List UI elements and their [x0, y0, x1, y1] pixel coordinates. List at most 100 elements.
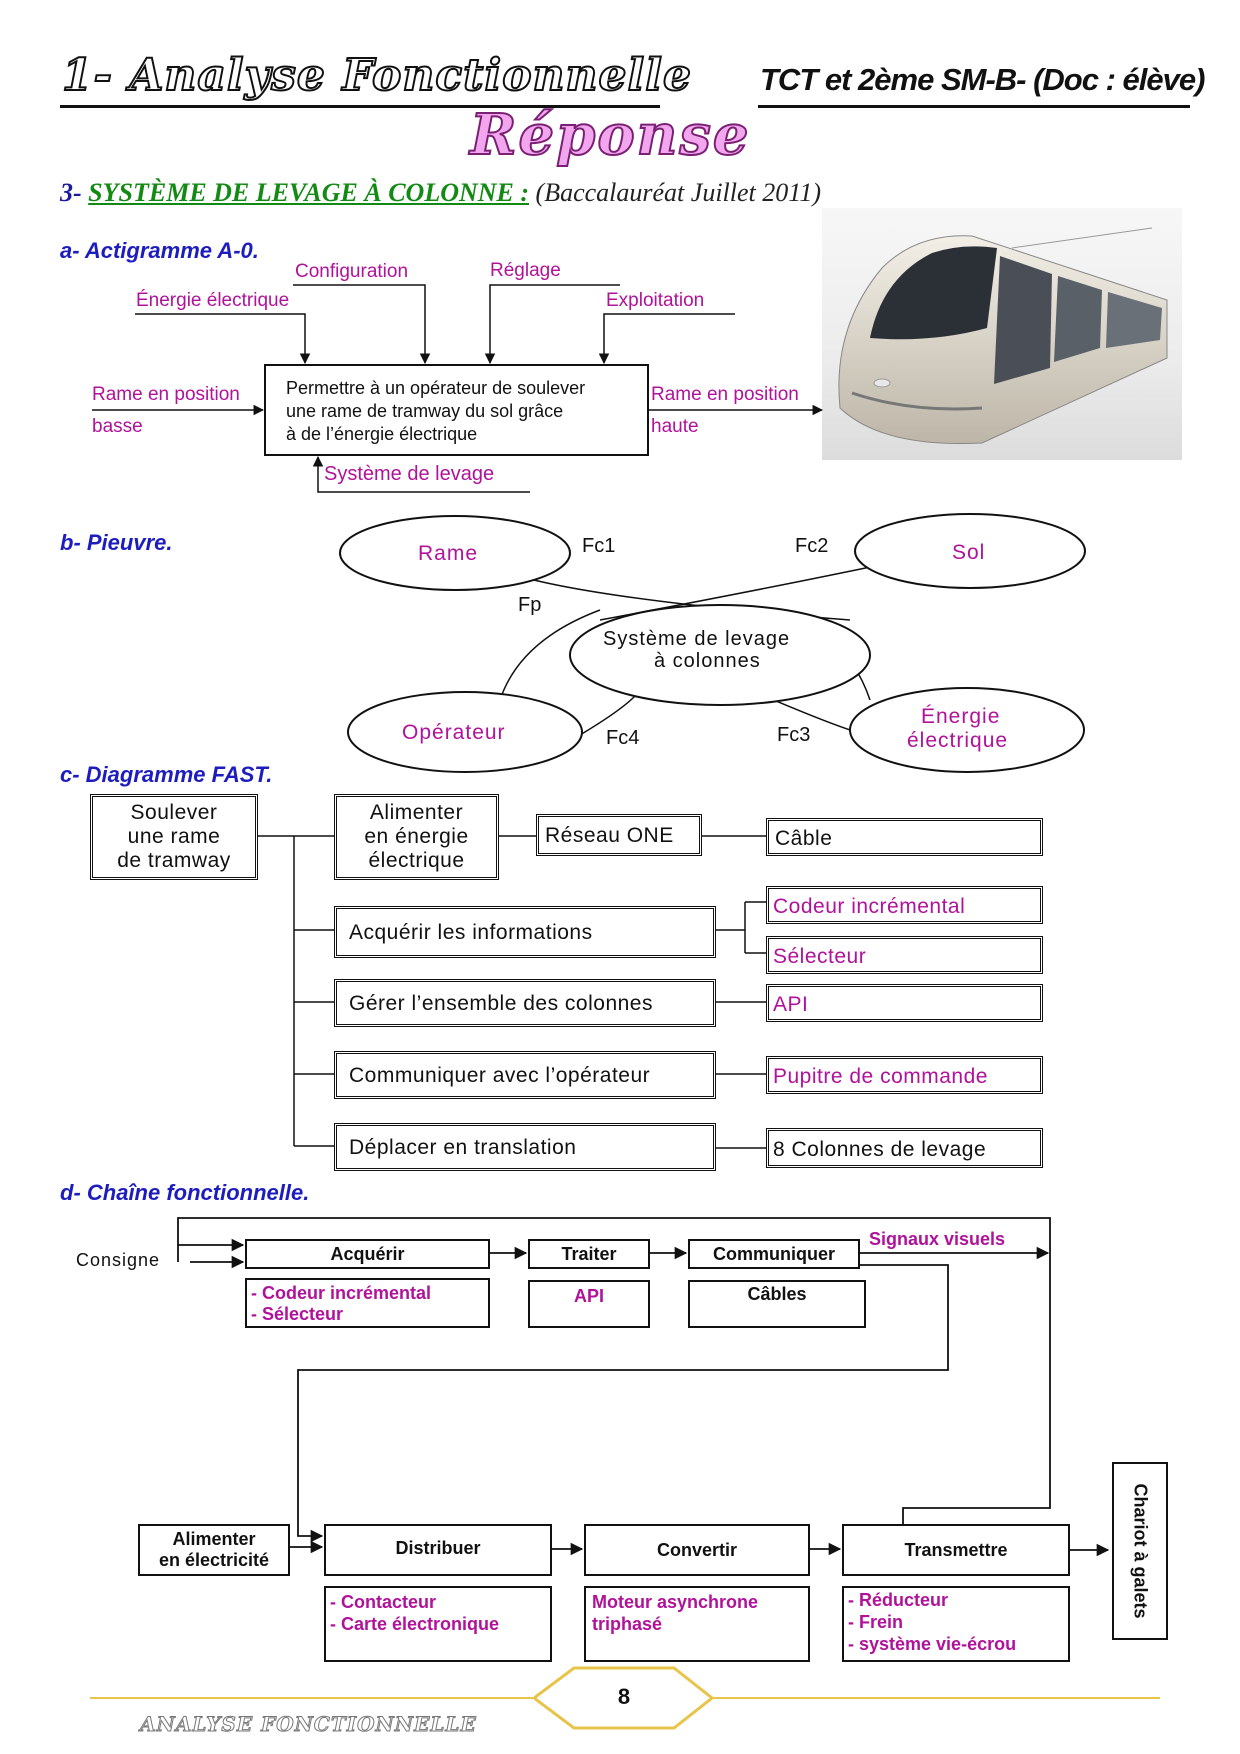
tram-image — [822, 208, 1182, 460]
fast-f3-box: Gérer l’ensemble des colonnes — [334, 979, 716, 1027]
fast-f2-box: Acquérir les informations — [334, 906, 716, 958]
reponse-banner: Réponse — [469, 101, 751, 169]
fast-root-1: Soulever — [130, 801, 218, 824]
pieuvre-fc3: Fc3 — [777, 724, 811, 746]
chaine-distribuer: Distribuer — [395, 1538, 481, 1558]
fast-reseau-box: Réseau ONE — [536, 814, 702, 856]
fast-cable: Câble — [775, 827, 833, 850]
chaine-distribuer-sol1: - Contacteur — [330, 1592, 437, 1612]
chaine-distribuer-sol-box: - Contacteur - Carte électronique — [324, 1586, 552, 1662]
chaine-traiter-sol: API — [573, 1286, 604, 1306]
chaine-acquerir-sol2: - Sélecteur — [251, 1304, 344, 1324]
chaine-consigne: Consigne — [76, 1250, 161, 1270]
fast-f2: Acquérir les informations — [349, 921, 593, 944]
fast-pupitre-box: Pupitre de commande — [766, 1056, 1043, 1094]
question-subtitle: (Baccalauréat Juillet 2011) — [535, 178, 821, 207]
input-exploitation: Exploitation — [606, 290, 705, 311]
pieuvre-sol: Sol — [952, 541, 986, 564]
pieuvre-energie-1: Énergie — [921, 705, 1001, 728]
fast-colonnes: 8 Colonnes de levage — [773, 1138, 987, 1161]
fast-api: API — [773, 993, 809, 1016]
fast-root-box: Soulever une rame de tramway — [90, 794, 258, 880]
question-title: 3- SYSTÈME DE LEVAGE À COLONNE : (Baccal… — [60, 178, 821, 208]
chaine-signaux: Signaux visuels — [869, 1229, 1006, 1249]
chaine-chariot: Chariot à galets — [1130, 1483, 1151, 1619]
pieuvre-fp: Fp — [518, 594, 542, 616]
chaine-distribuer-box: Distribuer — [324, 1524, 552, 1576]
header-right-title: TCT et 2ème SM-B- (Doc : élève) — [760, 62, 1205, 97]
function-text-1: Permettre à un opérateur de soulever — [286, 378, 586, 398]
chaine-communiquer-sol-box: Câbles — [688, 1280, 866, 1328]
chaine-communiquer-sol: Câbles — [747, 1284, 807, 1304]
pieuvre-energie-2: électrique — [907, 729, 1009, 752]
header-right-rule — [758, 105, 1190, 108]
fast-heading: c- Diagramme FAST. — [60, 762, 273, 787]
input-reglage: Réglage — [490, 260, 561, 281]
chaine-traiter: Traiter — [561, 1244, 617, 1264]
pieuvre-fc2: Fc2 — [795, 535, 829, 557]
input-rame-basse-2: basse — [92, 416, 143, 437]
fast-f3: Gérer l’ensemble des colonnes — [349, 992, 653, 1015]
fast-pupitre: Pupitre de commande — [773, 1065, 988, 1088]
chaine-convertir-sol-box: Moteur asynchrone triphasé — [584, 1586, 810, 1662]
fast-selecteur: Sélecteur — [773, 945, 867, 968]
chaine-communiquer-box: Communiquer — [688, 1239, 860, 1269]
chaine-traiter-box: Traiter — [528, 1239, 650, 1269]
fast-f4: Communiquer avec l’opérateur — [349, 1064, 651, 1087]
fast-root-3: de tramway — [117, 849, 231, 872]
header-left-title: 1- Analyse Fonctionnelle — [61, 49, 692, 102]
chaine-alimenter-2: en électricité — [158, 1550, 270, 1570]
output-rame-haute-2: haute — [651, 416, 699, 437]
chaine-distribuer-sol2: - Carte électronique — [330, 1614, 500, 1634]
function-text-3: à de l’énergie électrique — [286, 424, 478, 444]
fast-f1-box: Alimenter en énergie électrique — [334, 794, 499, 880]
fast-f1-3: électrique — [368, 849, 465, 872]
chaine-convertir-box: Convertir — [584, 1524, 810, 1576]
pieuvre-center-1: Système de levage — [603, 628, 791, 650]
output-rame-haute-1: Rame en position — [651, 384, 799, 405]
chaine-convertir: Convertir — [656, 1540, 737, 1560]
chaine-heading: d- Chaîne fonctionnelle. — [60, 1180, 310, 1205]
fast-colonnes-box: 8 Colonnes de levage — [766, 1128, 1043, 1168]
actigramme-heading: a- Actigramme A-0. — [60, 238, 259, 263]
chaine-transmettre-box: Transmettre — [842, 1524, 1070, 1576]
chaine-transmettre-sol1: - Réducteur — [848, 1590, 949, 1610]
support-label: Système de levage — [324, 463, 495, 485]
fast-f1-2: en énergie — [364, 825, 469, 848]
chaine-traiter-sol-box: API — [528, 1280, 650, 1328]
fast-f5: Déplacer en translation — [349, 1136, 577, 1159]
fast-f5-box: Déplacer en translation — [334, 1123, 716, 1171]
fast-api-box: API — [766, 984, 1043, 1022]
fast-codeur-box: Codeur incrémental — [766, 886, 1043, 924]
chaine-acquerir-sol-box: - Codeur incrémental - Sélecteur — [245, 1278, 490, 1328]
input-configuration: Configuration — [295, 261, 409, 282]
footer-page-number: 8 — [617, 1684, 631, 1709]
pieuvre-operateur: Opérateur — [402, 721, 506, 744]
question-heading: SYSTÈME DE LEVAGE À COLONNE : — [88, 178, 530, 207]
fast-selecteur-box: Sélecteur — [766, 936, 1043, 974]
input-rame-basse-1: Rame en position — [92, 384, 240, 405]
chaine-acquerir-sol1: - Codeur incrémental — [251, 1283, 432, 1303]
pieuvre-center-2: à colonnes — [654, 650, 761, 672]
chaine-transmettre-sol3: - système vie-écrou — [848, 1634, 1017, 1654]
chaine-alimenter-1: Alimenter — [172, 1529, 256, 1549]
footer-label: ANALYSE FONCTIONNELLE — [140, 1712, 477, 1737]
chaine-transmettre-sol2: - Frein — [848, 1612, 904, 1632]
function-text-2: une rame de tramway du sol grâce — [286, 401, 564, 421]
pieuvre-heading: b- Pieuvre. — [60, 530, 173, 555]
fast-root-2: une rame — [127, 825, 221, 848]
fast-codeur: Codeur incrémental — [773, 895, 966, 918]
fast-reseau: Réseau ONE — [545, 824, 674, 847]
chaine-transmettre-sol-box: - Réducteur - Frein - système vie-écrou — [842, 1586, 1070, 1662]
footer-page-badge — [534, 1666, 714, 1730]
chaine-communiquer: Communiquer — [712, 1244, 835, 1264]
fast-f4-box: Communiquer avec l’opérateur — [334, 1051, 716, 1099]
fast-f1-1: Alimenter — [369, 801, 464, 824]
input-energie: Énergie électrique — [136, 290, 290, 311]
chaine-acquerir: Acquérir — [330, 1244, 405, 1264]
chaine-acquerir-box: Acquérir — [245, 1239, 490, 1269]
